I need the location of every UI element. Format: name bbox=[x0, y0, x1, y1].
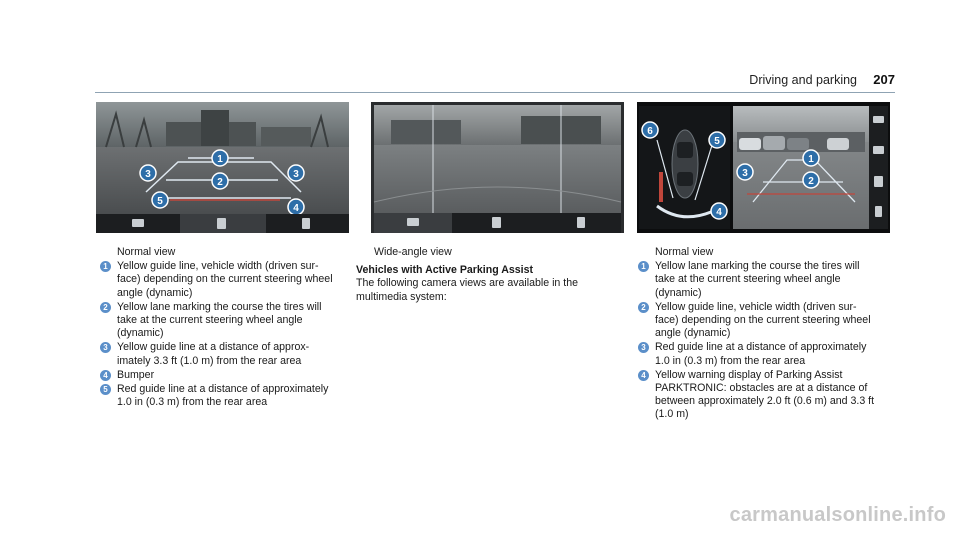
legend-text: Yellow warning display of Parking Assist… bbox=[655, 368, 875, 421]
callout-2: 2 bbox=[211, 172, 229, 190]
section-title: Driving and parking bbox=[749, 73, 857, 87]
page-number: 207 bbox=[873, 72, 895, 87]
svg-text:4: 4 bbox=[716, 207, 722, 218]
callout-3: 3 bbox=[736, 163, 754, 181]
section-subheading: Vehicles with Active Parking Assist bbox=[356, 264, 534, 277]
callout-5: 5 bbox=[151, 191, 169, 209]
legend-number-badge: 4 bbox=[638, 369, 649, 381]
legend-number-badge: 4 bbox=[100, 369, 111, 381]
legend-text: Yellow guide line at a distance of appro… bbox=[117, 341, 310, 367]
svg-text:2: 2 bbox=[808, 176, 814, 187]
legend-number-badge: 2 bbox=[100, 301, 111, 313]
legend-item: 1 Yellow guide line, vehicle width (drive… bbox=[99, 260, 339, 300]
figure-caption: Wide-angle view bbox=[374, 246, 452, 258]
callout-2: 2 bbox=[802, 171, 820, 189]
figure-caption: Normal view bbox=[117, 246, 176, 258]
svg-text:5: 5 bbox=[157, 196, 163, 207]
camera-view-icon bbox=[407, 218, 419, 226]
legend-text: Yellow lane marking the course the tires… bbox=[117, 300, 322, 340]
svg-text:4: 4 bbox=[293, 203, 299, 214]
legend-text: Red guide line at a distance of approxim… bbox=[655, 341, 867, 367]
legend-column-1: Normal view 1 Yellow guide line, vehicle … bbox=[99, 246, 339, 410]
callout-3-left: 3 bbox=[139, 164, 157, 182]
camera-image-parking-assist: 6 5 4 1 3 2 bbox=[637, 102, 890, 233]
legend-text: Yellow guide line, vehicle width (driven… bbox=[117, 260, 333, 299]
legend-item: 2 Yellow lane marking the course the tire… bbox=[99, 301, 339, 341]
legend-number-badge: 1 bbox=[100, 261, 111, 273]
legend-item: 3 Yellow guide line at a distance of appr… bbox=[99, 341, 339, 367]
sensor-icon bbox=[577, 217, 585, 228]
legend-number-badge: 3 bbox=[100, 342, 111, 354]
svg-text:1: 1 bbox=[808, 154, 814, 165]
svg-text:6: 6 bbox=[647, 126, 653, 137]
parking-icon bbox=[874, 176, 883, 187]
svg-text:3: 3 bbox=[293, 169, 299, 180]
legend-item: 4 Bumper bbox=[99, 369, 339, 382]
figure-caption: Normal view bbox=[655, 246, 714, 258]
legend-text: Bumper bbox=[117, 368, 155, 381]
legend-item: 2 Yellow guide line, vehicle width (drive… bbox=[637, 301, 877, 341]
svg-text:3: 3 bbox=[742, 168, 748, 179]
legend-item: 1 Yellow lane marking the course the tire… bbox=[637, 260, 877, 300]
sensor-icon bbox=[875, 206, 882, 217]
legend-number-badge: 1 bbox=[638, 261, 649, 273]
callout-1: 1 bbox=[211, 149, 229, 167]
legend-number-badge: 5 bbox=[100, 384, 111, 396]
svg-text:5: 5 bbox=[714, 136, 720, 147]
parking-icon bbox=[492, 217, 501, 228]
legend-item: 3 Red guide line at a distance of approxi… bbox=[637, 341, 877, 367]
callout-6: 6 bbox=[641, 121, 659, 139]
page-header: Driving and parking 207 bbox=[95, 72, 895, 93]
watermark-text: carmanualsonline.info bbox=[729, 504, 946, 526]
camera-image-wide bbox=[371, 102, 624, 233]
legend-number-badge: 3 bbox=[638, 342, 649, 354]
legend-text: Red guide line at a distance of approxim… bbox=[117, 383, 329, 409]
figure-wide-angle-view bbox=[371, 102, 624, 233]
legend-column-3: Normal view 1 Yellow lane marking the cou… bbox=[637, 246, 877, 423]
parking-icon bbox=[217, 218, 226, 229]
legend-item: 4 Yellow warning display of Parking Assis… bbox=[637, 369, 877, 422]
callout-4: 4 bbox=[710, 202, 728, 220]
camera-view-icon bbox=[132, 219, 144, 227]
svg-text:2: 2 bbox=[217, 177, 223, 188]
legend-item: 5 Red guide line at a distance of approxi… bbox=[99, 383, 339, 409]
callout-4: 4 bbox=[287, 198, 305, 216]
callout-1: 1 bbox=[802, 149, 820, 167]
svg-text:3: 3 bbox=[145, 169, 151, 180]
svg-text:1: 1 bbox=[217, 154, 223, 165]
body-paragraph: The following camera views are available… bbox=[356, 277, 578, 303]
camera-view-icon bbox=[873, 146, 884, 154]
figure-parking-assist-view: 6 5 4 1 3 2 bbox=[637, 102, 890, 233]
legend-text: Yellow guide line, vehicle width (driven… bbox=[655, 300, 871, 340]
legend-text: Yellow lane marking the course the tires… bbox=[655, 260, 860, 299]
figure-normal-view: 1 3 3 2 5 4 bbox=[96, 102, 349, 233]
sensor-icon bbox=[302, 218, 310, 229]
callout-3-right: 3 bbox=[287, 164, 305, 182]
camera-image-normal: 1 3 3 2 5 4 bbox=[96, 102, 349, 233]
text-column-2: Wide-angle view Vehicles with Active Par… bbox=[356, 246, 596, 304]
legend-number-badge: 2 bbox=[638, 301, 649, 313]
callout-5: 5 bbox=[708, 131, 726, 149]
